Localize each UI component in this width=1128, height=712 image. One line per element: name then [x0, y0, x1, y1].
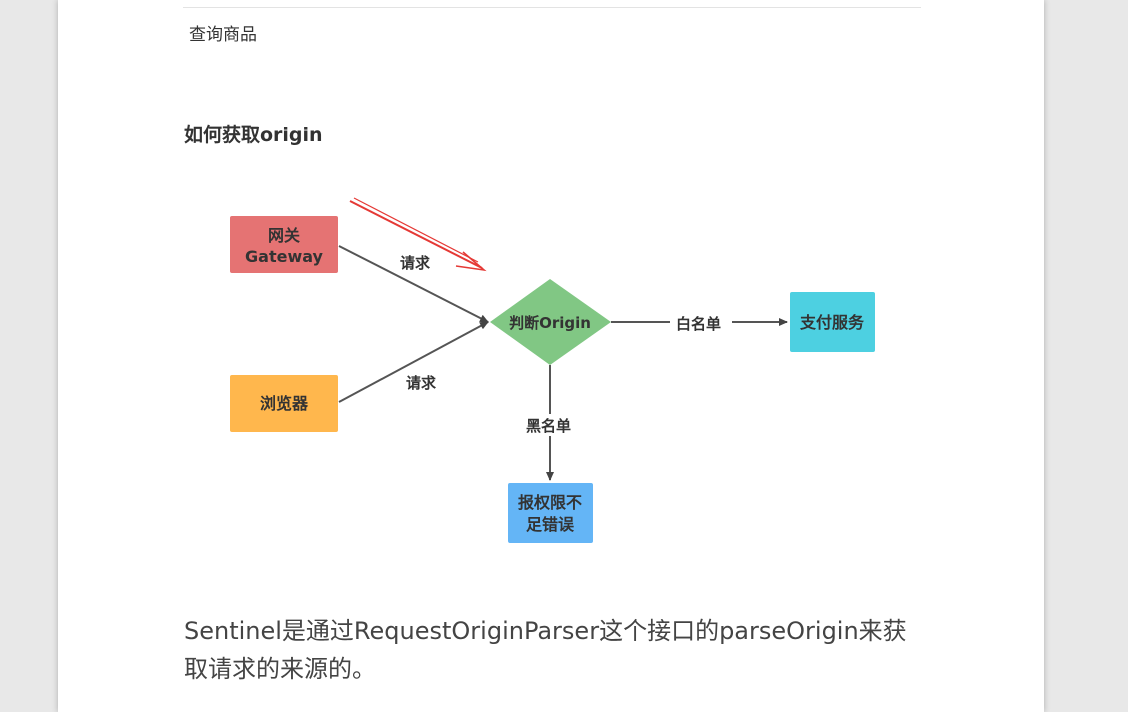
edge-label-gateway-request: 请求 — [400, 254, 431, 272]
permission-error-node — [508, 483, 593, 543]
decision-node — [490, 279, 611, 365]
permission-error-node-line2: 足错误 — [526, 515, 575, 534]
edge-browser-to-decision — [338, 321, 489, 403]
gateway-node — [230, 216, 338, 273]
edge-label-bg — [394, 251, 440, 273]
browser-node — [230, 375, 338, 432]
decision-node-label: 判断Origin — [509, 314, 591, 332]
edge-label-browser-request: 请求 — [406, 374, 437, 392]
table-bottom-border — [183, 7, 921, 8]
edge-label-whitelist: 白名单 — [676, 315, 721, 333]
section-heading: 如何获取origin — [184, 124, 323, 146]
permission-error-node-line1: 报权限不 — [518, 493, 582, 512]
edge-label-bg — [520, 414, 582, 436]
annotation-arrow-icon — [349, 197, 487, 272]
gateway-node-line2: Gateway — [245, 247, 324, 266]
origin-flow-diagram: 请求 请求 白名单 黑名单 网关 Gateway 浏览器 判断Origin 支付… — [230, 197, 875, 543]
edge-label-bg — [670, 312, 732, 334]
document-page: 查询商品 如何获取origin 请求 请求 白名单 黑名单 网关 Gateway… — [58, 0, 1044, 712]
table-cell-query-product: 查询商品 — [189, 25, 257, 45]
gateway-node-line1: 网关 — [268, 226, 300, 245]
edge-label-blacklist: 黑名单 — [526, 417, 571, 435]
browser-node-label: 浏览器 — [260, 394, 309, 413]
payment-service-node — [790, 292, 875, 352]
payment-service-node-label: 支付服务 — [799, 313, 865, 332]
edge-gateway-to-decision — [338, 245, 489, 323]
body-paragraph: Sentinel是通过RequestOriginParser这个接口的parse… — [184, 617, 907, 683]
edge-label-bg — [400, 372, 446, 394]
